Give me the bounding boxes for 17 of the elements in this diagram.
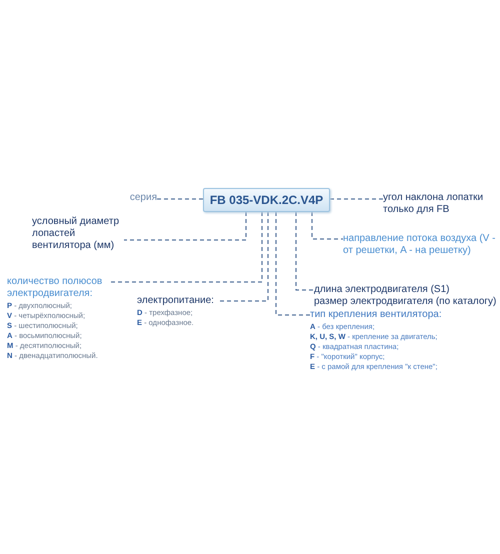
leader-line bbox=[156, 198, 204, 200]
leader-line bbox=[312, 212, 344, 240]
leader-line bbox=[276, 212, 310, 316]
annotation-text: угол наклона лопатки только для FB bbox=[383, 192, 484, 216]
annotation-text: электропитание: bbox=[137, 295, 215, 307]
annotation-text: длина электродвигателя (S1) bbox=[314, 284, 450, 296]
leader-line bbox=[330, 198, 384, 200]
annotation-text: условный диаметр лопастей вентилятора (мм) bbox=[32, 216, 120, 252]
annotation-text: серия bbox=[128, 192, 157, 204]
annotation-text: количество полюсов электродвигателя: bbox=[7, 276, 104, 300]
model-code-box: FB 035-VDK.2C.V4P bbox=[203, 188, 330, 212]
annotation-text: размер электродвигателя (по каталогу) bbox=[314, 296, 498, 308]
annotation-text: направление потока воздуха (V - от решетки, A - на решетку) bbox=[343, 233, 496, 257]
leader-line bbox=[110, 212, 262, 282]
annotation-text: тип крепления вентилятора: bbox=[310, 309, 443, 321]
leader-line bbox=[296, 212, 314, 290]
leader-line bbox=[124, 212, 246, 240]
